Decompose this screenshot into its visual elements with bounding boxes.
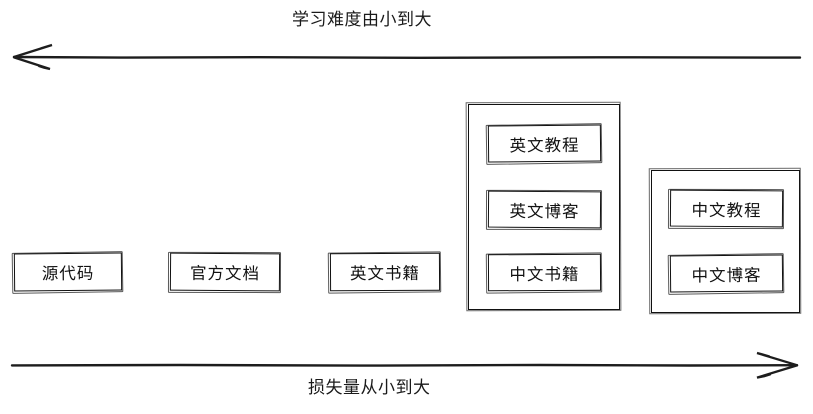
bottom-axis-label: 损失量从小到大	[308, 378, 431, 398]
node-english-blog[interactable]: 英文博客	[487, 190, 602, 229]
node-source-code[interactable]: 源代码	[13, 252, 123, 292]
node-chinese-books[interactable]: 中文书籍	[487, 253, 602, 292]
node-official-docs[interactable]: 官方文档	[169, 252, 281, 292]
top-axis-label: 学习难度由小到大	[292, 10, 432, 30]
group-english: 英文教程 英文博客 中文书籍	[468, 104, 620, 310]
node-chinese-tutorial[interactable]: 中文教程	[669, 189, 784, 228]
group-chinese: 中文教程 中文博客	[651, 170, 800, 313]
arrow-left-icon	[12, 43, 802, 71]
node-english-tutorial[interactable]: 英文教程	[487, 124, 602, 163]
node-english-books[interactable]: 英文书籍	[329, 252, 441, 292]
node-chinese-blog[interactable]: 中文博客	[669, 254, 784, 293]
